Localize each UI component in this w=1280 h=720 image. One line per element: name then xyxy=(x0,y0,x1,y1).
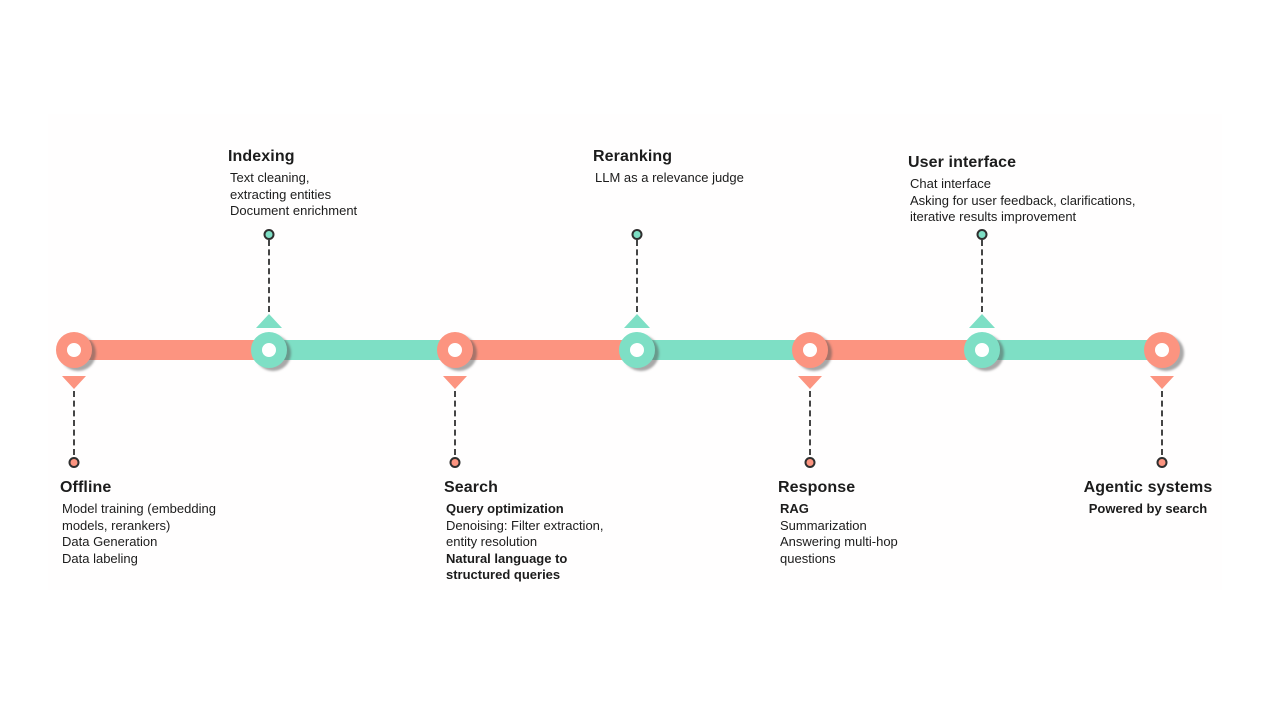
milestone-line: extracting entities xyxy=(230,186,332,202)
milestone-line: structured queries xyxy=(446,567,561,582)
milestone-line: iterative results improvement xyxy=(910,209,1077,224)
milestone-line: entity resolution xyxy=(446,534,538,549)
connector-dashed-line xyxy=(268,240,270,312)
timeline-segment-user-interface xyxy=(982,340,1162,360)
milestone-line: Natural language to xyxy=(446,550,568,566)
timeline-segment-offline xyxy=(74,340,269,360)
milestone-title: Search xyxy=(444,479,498,496)
node-agentic-systems xyxy=(1144,332,1180,368)
milestone-line: Asking for user feedback, clarifications… xyxy=(910,192,1136,208)
up-triangle-icon xyxy=(256,314,282,328)
milestone-line: Summarization xyxy=(780,517,867,533)
milestone-title: Agentic systems xyxy=(1083,479,1213,496)
milestone-line: Model training (embedding xyxy=(62,501,216,516)
connector-dot-icon xyxy=(804,456,816,468)
connector-dashed-line xyxy=(1161,391,1163,455)
down-triangle-icon xyxy=(443,376,467,389)
node-indexing xyxy=(251,332,287,368)
connector-dot-icon xyxy=(449,456,461,468)
milestone-line: RAG xyxy=(780,501,809,516)
down-triangle-icon xyxy=(62,376,86,389)
milestone-title: Indexing xyxy=(228,148,295,165)
milestone-line: models, rerankers) xyxy=(62,517,171,533)
connector-dashed-line xyxy=(636,240,638,312)
timeline-segment-reranking xyxy=(637,340,810,360)
milestone-line: Powered by search xyxy=(1088,501,1208,516)
connector-dot-icon xyxy=(631,228,643,240)
milestone-title: Reranking xyxy=(593,148,673,165)
timeline-segment-indexing xyxy=(269,340,455,360)
milestone-line: Document enrichment xyxy=(230,203,358,218)
connector-dashed-line xyxy=(454,391,456,455)
milestone-title: Offline xyxy=(60,479,112,496)
connector-dashed-line xyxy=(809,391,811,455)
node-user-interface xyxy=(964,332,1000,368)
node-offline xyxy=(56,332,92,368)
connector-dot-icon xyxy=(68,456,80,468)
milestone-line: Query optimization xyxy=(446,501,564,516)
milestone-line: Text cleaning, xyxy=(230,170,310,185)
connector-dot-icon xyxy=(976,228,988,240)
timeline-segment-search xyxy=(455,340,637,360)
milestone-line: questions xyxy=(780,550,836,566)
node-reranking xyxy=(619,332,655,368)
node-search xyxy=(437,332,473,368)
down-triangle-icon xyxy=(1150,376,1174,389)
milestone-line: Data Generation xyxy=(62,534,158,549)
connector-dashed-line xyxy=(73,391,75,455)
timeline-segment-response xyxy=(810,340,982,360)
up-triangle-icon xyxy=(969,314,995,328)
milestone-line: Answering multi-hop xyxy=(780,534,898,549)
down-triangle-icon xyxy=(798,376,822,389)
node-response xyxy=(792,332,828,368)
connector-dot-icon xyxy=(263,228,275,240)
milestone-title: User interface xyxy=(908,154,1017,171)
connector-dashed-line xyxy=(981,240,983,312)
up-triangle-icon xyxy=(624,314,650,328)
milestone-title: Response xyxy=(778,479,856,496)
milestone-line: Data labeling xyxy=(62,550,138,566)
milestone-line: LLM as a relevance judge xyxy=(595,170,744,185)
milestone-line: Chat interface xyxy=(910,176,991,191)
milestone-line: Denoising: Filter extraction, xyxy=(446,517,604,533)
connector-dot-icon xyxy=(1156,456,1168,468)
